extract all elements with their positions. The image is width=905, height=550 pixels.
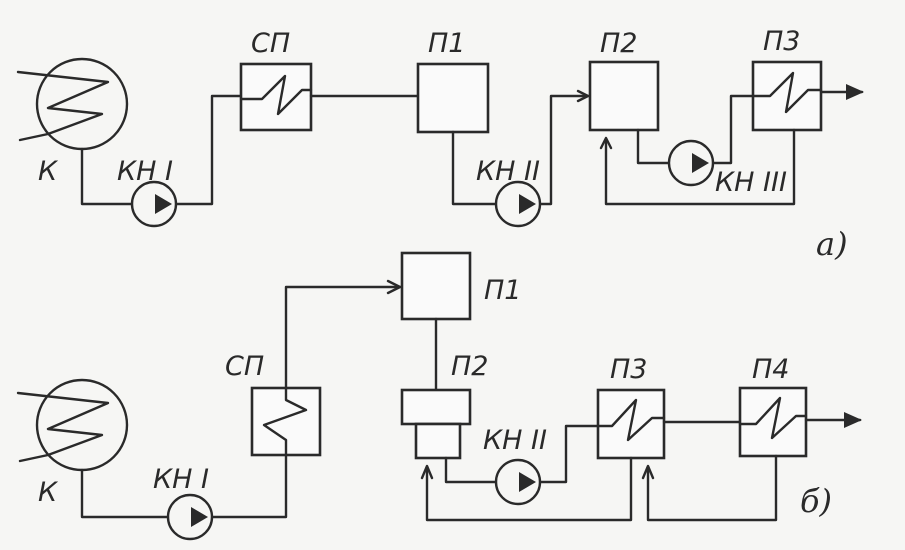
pump-b-kn2-label: КН II <box>483 425 547 456</box>
pump-a-kn3-label: КН III <box>715 167 787 198</box>
heater-b-p3-label: П3 <box>610 354 647 385</box>
pipe-a-p1-kn2 <box>451 130 498 206</box>
arrow-b-drain-p2 <box>420 464 434 480</box>
tank-a-p2-label: П2 <box>600 28 637 59</box>
heater-b-sp-label: СП <box>225 351 264 382</box>
pump-a-kn3 <box>667 139 715 187</box>
arrow-b-output <box>844 412 862 428</box>
pump-b-kn2 <box>494 458 542 506</box>
tank-b-p1-label: П1 <box>484 275 521 306</box>
scheme-b: К КН I СП П1 П2 <box>16 251 862 541</box>
condenser-b <box>16 378 129 472</box>
heater-b-sp <box>250 386 322 457</box>
pipe-b-sp-p1 <box>284 285 402 390</box>
pump-a-kn1-label: КН I <box>117 156 173 187</box>
scheme-a-letter: а) <box>816 225 848 263</box>
heater-b-p4-label: П4 <box>752 354 789 385</box>
pipe-b-k-kn1 <box>80 468 170 519</box>
arrow-a-into-p2 <box>576 89 590 103</box>
pipe-a-drain <box>604 128 796 206</box>
heater-b-p3 <box>596 388 666 460</box>
heater-a-p3-label: П3 <box>763 26 800 57</box>
arrow-b-drain-p3 <box>641 464 655 480</box>
tank-a-p1-label: П1 <box>428 28 465 59</box>
pump-b-kn1-label: КН I <box>153 464 209 495</box>
heater-a-sp-label: СП <box>251 28 290 59</box>
pipe-a-kn3-p3 <box>711 94 755 165</box>
arrow-a-output <box>846 84 864 100</box>
heater-a-sp <box>239 62 313 132</box>
pipe-b-kn2-p3 <box>538 424 600 484</box>
tank-b-p2-label: П2 <box>451 351 488 382</box>
condenser-b-label: К <box>38 477 59 508</box>
pump-a-kn2-label: КН II <box>476 156 540 187</box>
pump-a-kn1 <box>130 180 178 228</box>
pipe-b-p2-kn2 <box>444 456 498 484</box>
scheme-a: К КН I СП П1 КН II <box>16 26 864 263</box>
pipe-b-drain-p3 <box>425 456 633 522</box>
condenser-a <box>16 57 129 151</box>
scheme-b-letter: б) <box>800 482 832 520</box>
tank-a-p1 <box>416 62 490 134</box>
heater-a-p3 <box>751 60 823 132</box>
pump-b-kn1 <box>166 493 214 541</box>
heater-b-p4 <box>738 386 808 458</box>
pipe-a-k-kn1 <box>80 147 134 206</box>
pipe-b-drain-p4 <box>646 454 778 522</box>
pipe-b-kn1-sp <box>210 453 288 519</box>
arrow-b-into-p1 <box>386 279 402 295</box>
condenser-a-label: К <box>38 156 59 187</box>
arrow-a-drain <box>599 136 613 150</box>
pump-a-kn2 <box>494 180 542 228</box>
pipe-a-p2-kn3 <box>636 128 670 165</box>
tank-b-p1 <box>400 251 472 321</box>
pipe-a-kn2-p2 <box>538 94 590 206</box>
tank-b-p2 <box>400 388 472 460</box>
tank-a-p2 <box>588 60 660 132</box>
pipe-a-kn1-sp <box>174 94 243 206</box>
